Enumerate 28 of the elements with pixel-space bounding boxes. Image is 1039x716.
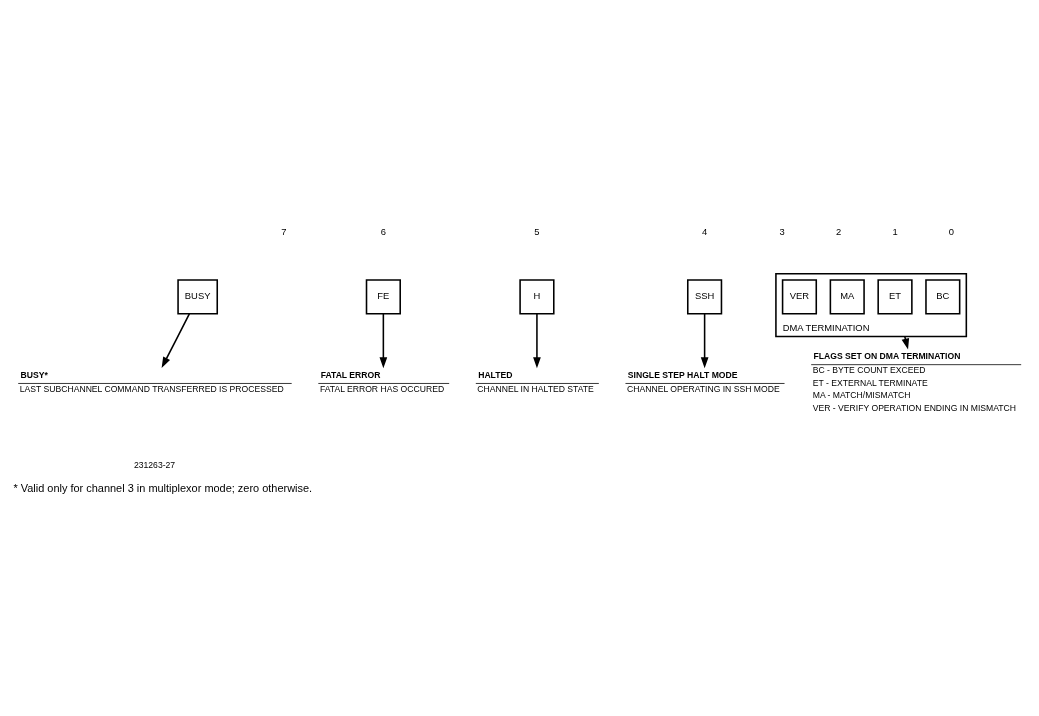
label: 231263-27 [133, 459, 176, 470]
label: 3 [779, 225, 785, 237]
arrow [901, 335, 910, 350]
node-box: MA [829, 279, 865, 315]
node-box: BC [925, 279, 961, 315]
node-box: BUSY [177, 279, 219, 315]
label: 5 [534, 225, 540, 237]
node-box: H [519, 279, 555, 315]
label: 2 [835, 225, 842, 237]
node-box: ET [877, 279, 913, 315]
node-box: VER [781, 279, 818, 315]
node-text: BUSY* LAST SUBCHANNEL COMMAND TRANSFERRED IS PROCESSED [19, 369, 284, 394]
label: 1 [892, 225, 898, 237]
node-text: HALTED CHANNEL IN HALTED STATE [477, 369, 594, 394]
node-box: SSH [687, 279, 723, 315]
label: 6 [380, 225, 386, 237]
caption: * Valid only for channel 3 in multiplexor mode; zero otherwise. [13, 481, 313, 494]
node-text: FLAGS SET ON DMA TERMINATION BC - BYTE COUNT EXCEED ET - EXTERNAL TERMINATE MA - MATCH/MISMATCH VER - VERIFY OPERATION ENDING IN MISMATCH [812, 351, 1017, 413]
label: 0 [948, 225, 955, 237]
arrow [700, 313, 709, 369]
node-text: FATAL ERROR FATAL ERROR HAS OCCURED [319, 369, 445, 394]
arrow [161, 313, 191, 369]
arrow [533, 313, 541, 369]
arrow [379, 313, 388, 369]
node-text: SINGLE STEP HALT MODE CHANNEL OPERATING IN SSH MODE [627, 369, 780, 394]
label: 4 [702, 225, 708, 237]
label: 7 [281, 225, 287, 237]
node-box: FE [365, 279, 401, 315]
